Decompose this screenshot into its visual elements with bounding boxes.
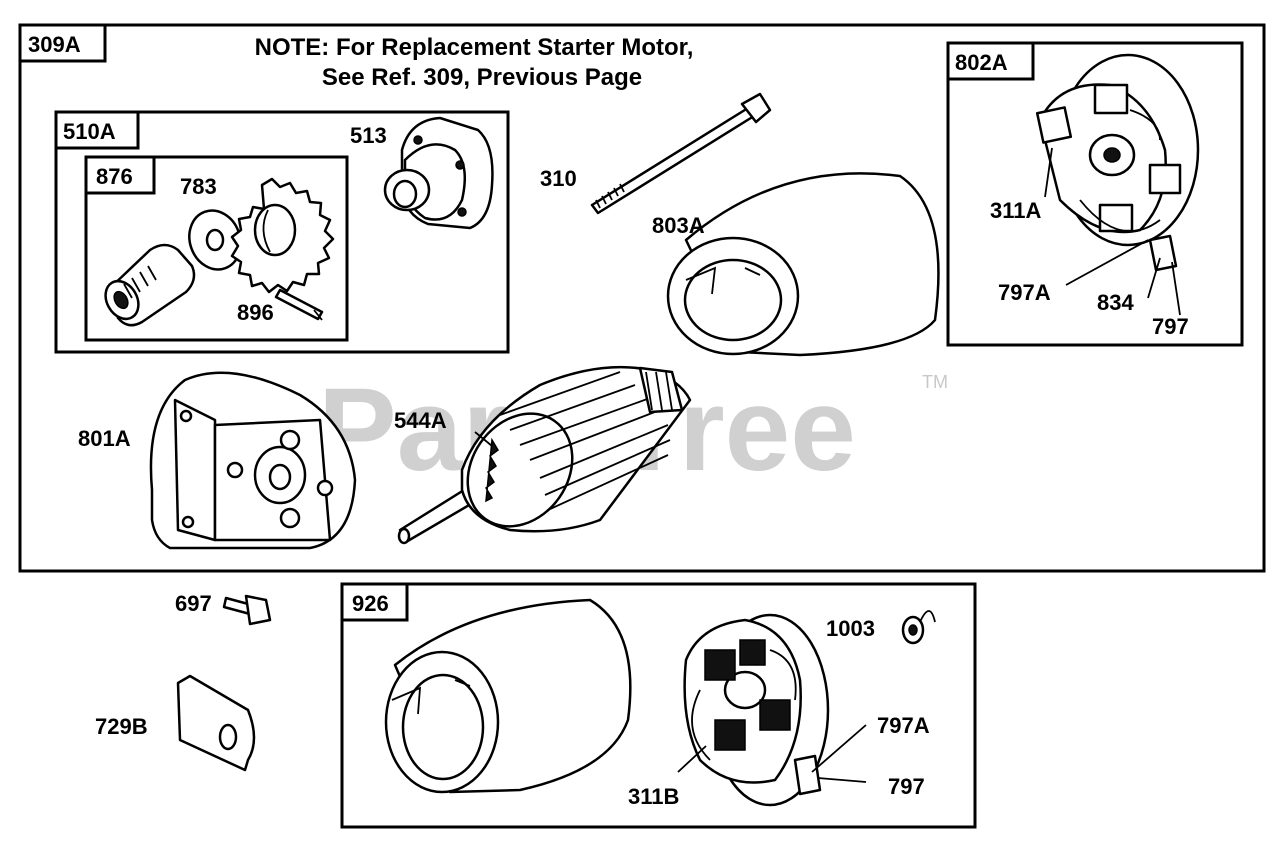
group-876-frame (84, 155, 349, 342)
mounting-bracket-part[interactable] (149, 371, 357, 550)
group-926-frame (340, 582, 977, 829)
part-label-797A-top[interactable]: 797A (998, 280, 1051, 305)
brush-plate-bottom-part[interactable] (683, 613, 830, 807)
replacement-housing-part[interactable] (384, 598, 632, 794)
armature-part[interactable] (397, 365, 692, 547)
group-926-tag (340, 582, 409, 622)
group-802A-frame (946, 41, 1244, 347)
part-label-797-top[interactable]: 797 (1152, 314, 1189, 339)
group-309A-label[interactable]: 309A (28, 32, 81, 57)
group-802A-tag (946, 41, 1035, 81)
part-label-697[interactable]: 697 (175, 591, 212, 616)
thrust-washer-part[interactable] (181, 203, 249, 276)
pinion-gear-part[interactable] (230, 177, 335, 294)
part-label-729B[interactable]: 729B (95, 714, 148, 739)
part-label-544A[interactable]: 544A (394, 408, 447, 433)
group-876-label[interactable]: 876 (96, 164, 133, 189)
part-label-797-bottom[interactable]: 797 (888, 774, 925, 799)
through-bolt-part[interactable] (590, 92, 772, 215)
group-510A-label[interactable]: 510A (63, 119, 116, 144)
bolt-part[interactable] (222, 594, 272, 626)
part-label-310[interactable]: 310 (540, 166, 577, 191)
group-510A-frame (54, 110, 510, 354)
part-label-797A-bottom[interactable]: 797A (877, 713, 930, 738)
end-cap-part[interactable] (383, 116, 494, 230)
part-label-834[interactable]: 834 (1097, 290, 1134, 315)
part-label-311B[interactable]: 311B (628, 784, 679, 809)
note-line-1: NOTE: For Replacement Starter Motor, (255, 34, 694, 61)
group-309A-tag (18, 23, 107, 63)
part-label-783[interactable]: 783 (180, 174, 217, 199)
armature-housing-part[interactable] (666, 172, 940, 357)
note-line-2: See Ref. 309, Previous Page (322, 64, 642, 91)
part-label-801A[interactable]: 801A (78, 426, 131, 451)
part-label-803A[interactable]: 803A (652, 213, 705, 238)
group-802A-label[interactable]: 802A (955, 50, 1008, 75)
leader-lines (313, 147, 1181, 783)
drive-clutch-part[interactable] (99, 243, 196, 327)
part-label-513[interactable]: 513 (350, 123, 387, 148)
small-bracket-part[interactable] (176, 674, 256, 772)
watermark-tm: TM (922, 372, 948, 392)
group-309A-frame (18, 23, 1266, 573)
part-label-311A[interactable]: 311A (990, 198, 1041, 223)
group-510A-tag (54, 110, 140, 150)
spring-clip-part[interactable] (901, 610, 936, 645)
group-926-label[interactable]: 926 (352, 591, 389, 616)
group-876-tag (84, 155, 156, 195)
brush-plate-top-part[interactable] (1035, 53, 1200, 272)
part-label-1003[interactable]: 1003 (826, 616, 875, 641)
part-label-896[interactable]: 896 (237, 300, 274, 325)
roll-pin-part[interactable] (274, 288, 324, 321)
